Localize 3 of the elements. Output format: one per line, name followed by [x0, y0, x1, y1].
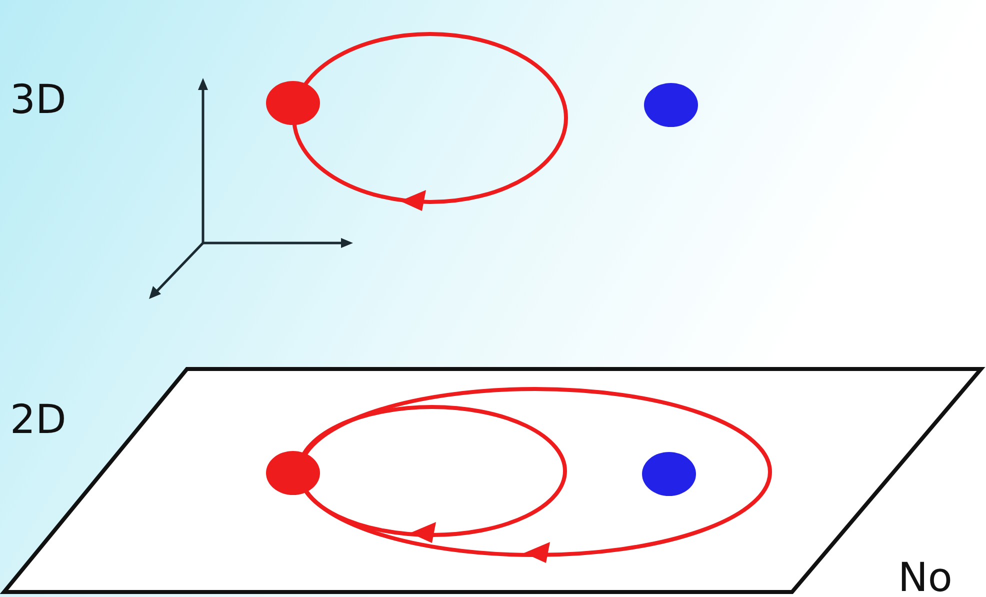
dimension-label: No — [898, 558, 952, 597]
dimension-label: 2D — [10, 400, 66, 440]
dimension-label: 3D — [10, 80, 66, 120]
